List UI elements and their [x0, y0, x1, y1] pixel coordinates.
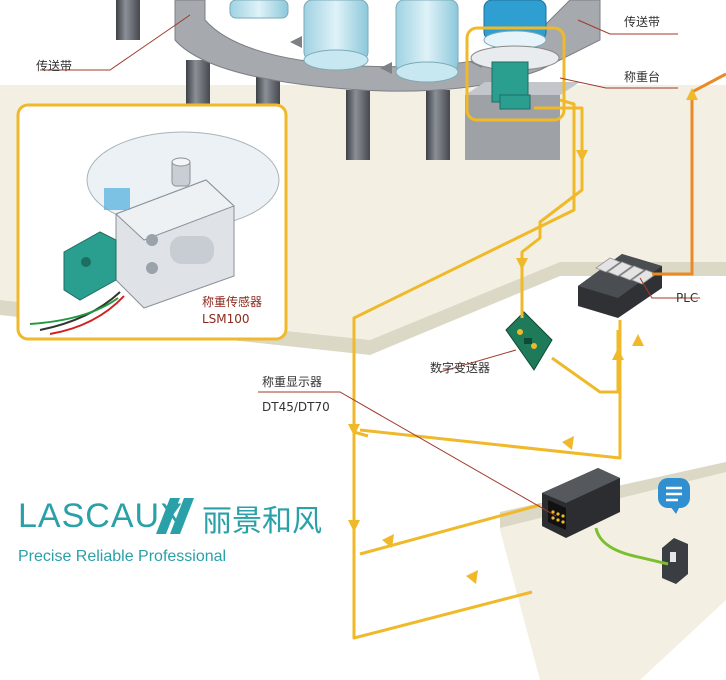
label-sensor-model: LSM100	[202, 312, 250, 326]
brand-chinese-name-1: 丽景	[202, 504, 262, 539]
label-transmitter: 数字变送器	[430, 361, 491, 375]
sensor-cable	[39, 291, 121, 331]
label-conveyor-right: 传送带	[624, 15, 661, 29]
chat-bubble-icon[interactable]	[658, 478, 690, 514]
label-display-model: DT45/DT70	[262, 400, 330, 414]
brand-tagline: Precise Reliable Professional	[18, 548, 227, 565]
sensor-inset	[16, 103, 288, 341]
brand-slash-mark	[156, 498, 194, 534]
label-display-name: 称重显示器	[262, 375, 323, 389]
weighing-platform	[465, 45, 580, 160]
plug-cable	[594, 527, 669, 566]
digital-transmitter-board[interactable]	[505, 311, 553, 371]
weighing-platform-highlight	[465, 26, 566, 122]
bottles	[229, 0, 547, 83]
label-plc: PLC	[676, 291, 699, 305]
weighing-display[interactable]	[542, 468, 620, 538]
label-weighing-platform: 称重台	[624, 70, 661, 84]
plc-unit[interactable]	[578, 254, 662, 318]
signal-arrows	[348, 88, 698, 584]
plug-icon	[662, 538, 688, 584]
label-sensor-name: 称重传感器	[202, 295, 263, 309]
brand-chinese-name-2: 和风	[262, 504, 322, 539]
brand-wordmark: LASCAUX	[18, 497, 184, 535]
label-conveyor-left: 传送带	[36, 59, 73, 73]
callout-lines	[40, 14, 700, 517]
sensor-mount-bracket	[63, 231, 117, 301]
plc-uplink-line	[652, 72, 726, 276]
